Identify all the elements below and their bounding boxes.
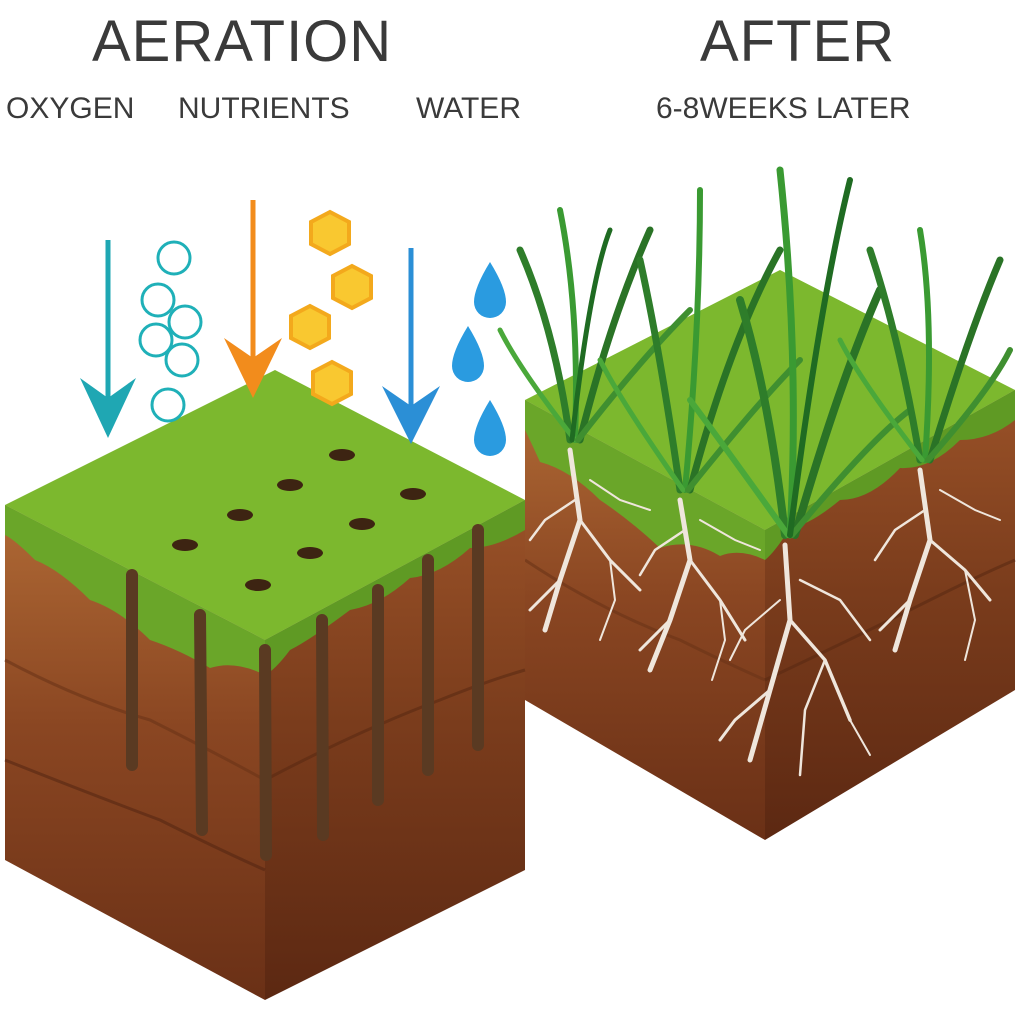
aeration-hole	[245, 579, 271, 591]
oxygen-arrow	[80, 240, 136, 438]
grass-tuft	[687, 166, 913, 539]
aeration-hole	[277, 479, 303, 491]
nutrient-hexagon-icon	[311, 359, 353, 407]
after-grass-edge-left	[525, 400, 765, 560]
aeration-title: AERATION	[92, 9, 393, 74]
after-title: AFTER	[700, 9, 896, 74]
aeration-hole	[349, 518, 375, 530]
grass-tuft	[497, 207, 693, 444]
oxygen-bubbles	[138, 240, 203, 423]
aeration-channel	[259, 644, 272, 861]
root-system	[638, 497, 761, 681]
water-arrow	[382, 248, 440, 444]
oxygen-bubble-icon	[167, 304, 203, 340]
after-roots	[528, 447, 1001, 777]
oxygen-bubble-icon	[150, 387, 186, 423]
after-grass-tufts	[497, 166, 1013, 539]
root-system	[718, 542, 872, 777]
root-system	[873, 467, 1001, 661]
oxygen-label: OXYGEN	[6, 92, 135, 125]
nutrients-label: NUTRIENTS	[178, 92, 350, 125]
oxygen-bubble-icon	[156, 240, 192, 276]
aeration-channels	[126, 524, 484, 861]
aeration-hole	[172, 539, 198, 551]
aeration-hole	[227, 509, 253, 521]
nutrient-hexagon-icon	[331, 263, 373, 311]
grass-tuft	[837, 227, 1013, 464]
water-label: WATER	[416, 92, 521, 125]
root-system	[528, 447, 651, 641]
oxygen-bubble-icon	[140, 282, 176, 318]
after-soil-layer-line	[524, 558, 766, 682]
aeration-soil-layer-line	[4, 658, 266, 782]
aeration-grass-edge-right	[265, 500, 525, 675]
oxygen-bubble-icon	[138, 322, 174, 358]
aeration-soil-layer-line	[4, 758, 266, 872]
aeration-channel	[316, 614, 329, 841]
nutrient-hexagon-icon	[309, 209, 351, 257]
water-drop-icon	[474, 400, 506, 456]
nutrient-hexagon-icon	[289, 303, 331, 351]
oxygen-bubble-icon	[164, 342, 200, 378]
after-soil-block	[524, 270, 1016, 840]
aeration-block-right-face	[265, 500, 525, 1000]
aeration-hole	[400, 488, 426, 500]
after-time-label: 6-8WEEKS LATER	[656, 92, 911, 125]
aeration-channel	[194, 609, 208, 836]
aeration-holes	[172, 449, 426, 591]
aeration-hole	[297, 547, 323, 559]
after-soil-layer-line	[764, 558, 1016, 682]
nutrient-arrow	[224, 200, 282, 398]
water-drops	[452, 262, 506, 456]
nutrient-hexagons	[289, 209, 373, 407]
water-drop-icon	[452, 326, 484, 382]
aeration-hole	[329, 449, 355, 461]
water-drop-icon	[474, 262, 506, 318]
